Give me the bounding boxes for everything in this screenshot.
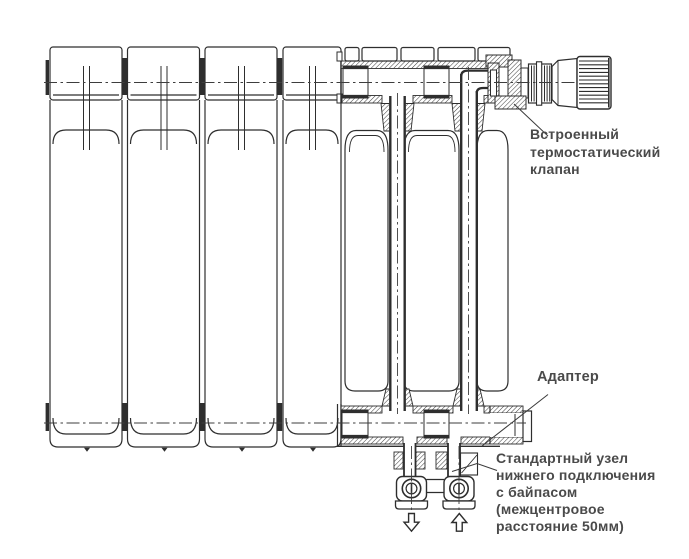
cross-section-view — [336, 46, 612, 533]
riser-pipes — [389, 69, 490, 411]
bottom-connection-unit — [393, 443, 479, 510]
thermostatic-valve-head — [527, 55, 612, 110]
thermostat-knob — [576, 55, 612, 110]
bottom-unit-leader-line — [451, 462, 498, 472]
radiator-section — [49, 46, 123, 453]
front-view-sections — [45, 46, 342, 453]
radiator-section — [126, 46, 201, 453]
leader-lines — [451, 103, 549, 472]
label-thermostatic-valve: Встроенный термостатический клапан — [530, 126, 661, 177]
adapter-leader-line — [481, 394, 549, 447]
bottom-manifold — [336, 404, 524, 447]
flow-up-arrow-icon — [450, 512, 469, 532]
valve-leader-line — [513, 103, 549, 137]
radiator-section — [282, 46, 342, 453]
section-tubes — [344, 129, 509, 392]
adapter-fitting — [489, 406, 533, 444]
valve-insert — [485, 54, 529, 110]
label-bottom-connection-unit: Стандартный узел нижнего подключения с б… — [496, 450, 656, 534]
flow-down-arrow-icon — [402, 512, 421, 533]
top-manifold — [336, 46, 513, 104]
radiator-section — [204, 46, 278, 453]
label-adapter: Адаптер — [537, 369, 599, 385]
section-joint-nipples — [45, 58, 283, 431]
center-axis-lines — [44, 67, 577, 511]
knob-ribs — [579, 60, 610, 104]
